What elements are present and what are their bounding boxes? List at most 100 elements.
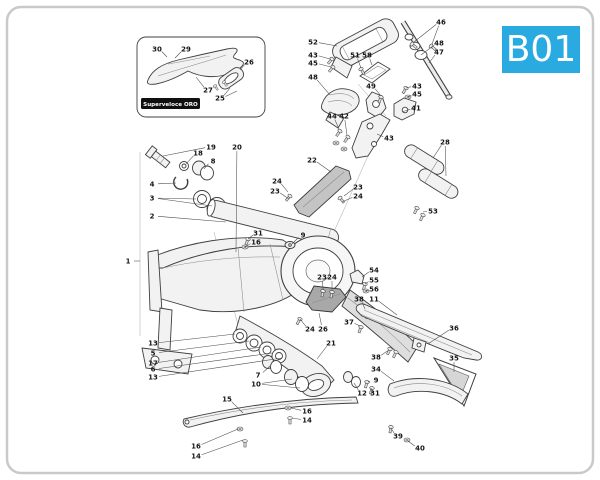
callout-leader-30 bbox=[161, 51, 168, 58]
callout-leader-49 bbox=[374, 88, 382, 97]
callout-43: 43 bbox=[384, 134, 394, 142]
guard-clip bbox=[411, 337, 427, 353]
callout-29: 29 bbox=[181, 45, 191, 53]
callout-1: 1 bbox=[126, 257, 131, 265]
callout-52: 52 bbox=[308, 38, 318, 46]
callout-40: 40 bbox=[415, 444, 425, 452]
callout-34: 34 bbox=[371, 365, 381, 373]
callout-17: 17 bbox=[148, 359, 158, 367]
callout-leader-48 bbox=[316, 79, 331, 96]
callout-leader-6 bbox=[158, 352, 273, 369]
stop-bracket bbox=[349, 269, 370, 294]
callout-leader-14 bbox=[291, 417, 302, 420]
callout-43: 43 bbox=[308, 51, 318, 59]
callout-35: 35 bbox=[449, 354, 459, 362]
callout-leader-11 bbox=[378, 301, 398, 316]
chain-slider-strip bbox=[284, 165, 352, 218]
callout-15: 15 bbox=[222, 395, 232, 403]
rubber-pad bbox=[359, 61, 391, 84]
callout-3: 3 bbox=[150, 194, 155, 202]
model-badge-label: Superveloce ORO bbox=[143, 102, 198, 108]
callout-53: 53 bbox=[428, 207, 438, 215]
callout-36: 36 bbox=[449, 324, 459, 332]
callout-leader-5 bbox=[158, 340, 250, 353]
callout-leader-28 bbox=[432, 145, 442, 159]
callout-56: 56 bbox=[369, 285, 379, 293]
callout-leader-41 bbox=[401, 108, 411, 113]
callout-11: 11 bbox=[369, 295, 379, 303]
callout-leader-18 bbox=[185, 155, 194, 165]
callout-leader-21 bbox=[316, 345, 328, 360]
model-badge: Superveloce ORO bbox=[141, 98, 200, 109]
upper-chain-guard bbox=[330, 18, 399, 79]
callout-10: 10 bbox=[251, 380, 261, 388]
callout-7: 7 bbox=[256, 371, 261, 379]
callout-31: 31 bbox=[370, 389, 380, 397]
callout-25: 25 bbox=[215, 94, 225, 102]
callout-18: 18 bbox=[193, 149, 203, 157]
inset-box: Superveloce ORO bbox=[136, 36, 266, 118]
callout-23: 23 bbox=[270, 187, 280, 195]
callout-16: 16 bbox=[302, 407, 312, 415]
callout-leader-3 bbox=[157, 197, 197, 200]
callout-6: 6 bbox=[151, 365, 156, 373]
callout-24: 24 bbox=[305, 325, 315, 333]
callout-leader-58 bbox=[369, 58, 373, 66]
callout-30: 30 bbox=[152, 45, 162, 53]
callout-26: 26 bbox=[244, 58, 254, 66]
callout-leader-19 bbox=[162, 147, 206, 157]
callout-45: 45 bbox=[308, 59, 318, 67]
callout-44: 44 bbox=[327, 112, 337, 120]
callout-leader-54 bbox=[361, 271, 369, 278]
callout-19: 19 bbox=[206, 143, 216, 151]
hugger-blade bbox=[387, 378, 469, 405]
callout-leader-13 bbox=[158, 357, 283, 377]
callout-24: 24 bbox=[272, 177, 282, 185]
callout-leader-34 bbox=[380, 370, 395, 382]
callout-leader-10 bbox=[261, 378, 293, 384]
callout-37: 37 bbox=[344, 318, 354, 326]
callout-leader-23 bbox=[343, 188, 354, 197]
callout-14: 14 bbox=[302, 416, 312, 424]
callout-49: 49 bbox=[366, 82, 376, 90]
callout-22: 22 bbox=[307, 156, 317, 164]
callout-leader-43 bbox=[405, 86, 412, 89]
callout-14: 14 bbox=[191, 452, 201, 460]
callout-23: 23 bbox=[353, 183, 363, 191]
plate-code-label: B01 bbox=[506, 29, 577, 70]
callout-13: 13 bbox=[148, 373, 158, 381]
callout-leader-7 bbox=[262, 365, 271, 373]
callout-leader-9 bbox=[367, 380, 371, 383]
callout-13: 13 bbox=[148, 339, 158, 347]
linkage-bearings bbox=[232, 328, 375, 395]
callout-leader-24 bbox=[341, 197, 353, 203]
callout-leader-29 bbox=[174, 51, 182, 59]
callout-24: 24 bbox=[353, 192, 363, 200]
callout-leader-23 bbox=[322, 280, 324, 290]
callout-leader-47 bbox=[428, 54, 436, 64]
callout-leader-45 bbox=[318, 63, 332, 68]
callout-28: 28 bbox=[440, 138, 450, 146]
callout-46: 46 bbox=[436, 18, 446, 26]
callout-leader-55 bbox=[364, 281, 369, 285]
callout-12: 12 bbox=[357, 389, 367, 397]
callout-38: 38 bbox=[354, 295, 364, 303]
callout-26: 26 bbox=[318, 325, 328, 333]
callout-41: 41 bbox=[411, 104, 421, 112]
callout-leader-13 bbox=[158, 333, 236, 343]
callout-24: 24 bbox=[327, 273, 337, 281]
support-brackets bbox=[351, 91, 417, 159]
callout-48: 48 bbox=[434, 39, 444, 47]
callout-leader-56 bbox=[365, 289, 369, 292]
callout-20: 20 bbox=[232, 143, 242, 151]
drawing-shapes bbox=[139, 18, 483, 448]
callout-leader-38 bbox=[361, 302, 366, 310]
callout-leader-15 bbox=[231, 401, 244, 414]
callout-43: 43 bbox=[412, 82, 422, 90]
fin-guard bbox=[294, 285, 347, 326]
callout-9: 9 bbox=[374, 376, 379, 384]
callout-leader-10 bbox=[261, 384, 301, 389]
callout-leader-43 bbox=[376, 133, 384, 137]
